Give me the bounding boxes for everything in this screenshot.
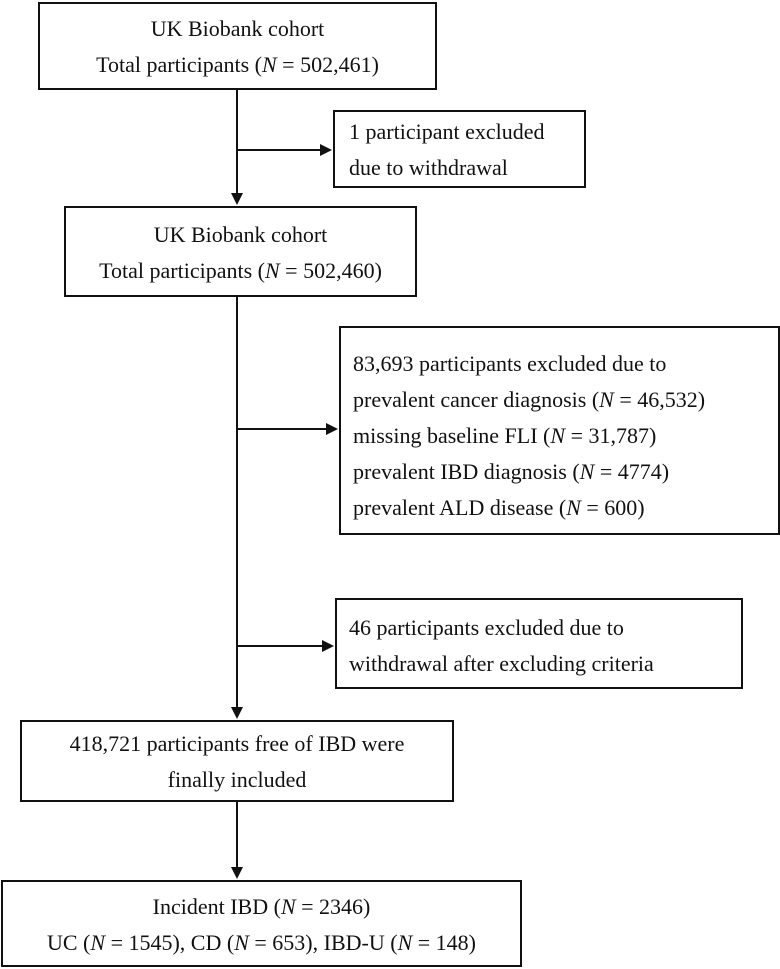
cohort-title: UK Biobank cohort [150,16,325,41]
exclusion-item: prevalent IBD diagnosis (N = 4774) [353,459,670,484]
exclusion-line: due to withdrawal [349,155,508,180]
exclusion-item: prevalent cancer diagnosis (N = 46,532) [353,387,706,412]
cohort-total: Total participants (N = 502,460) [99,258,382,283]
cohort-box-after-withdrawal: UK Biobank cohort Total participants (N … [64,206,417,297]
included-line: finally included [167,767,307,792]
included-line: 418,721 participants free of IBD were [69,731,405,756]
exclusion-line: 1 participant excluded [349,119,545,144]
exclusion-item: prevalent ALD disease (N = 600) [353,495,645,520]
cohort-total: Total participants (N = 502,461) [96,52,379,77]
exclusion-box-late-withdrawal: 46 participants excluded due to withdraw… [335,598,743,689]
incident-ibd-box: Incident IBD (N = 2346) UC (N = 1545), C… [1,880,522,967]
incident-subtypes: UC (N = 1545), CD (N = 653), IBD-U (N = … [47,930,476,955]
exclusion-header: 83,693 participants excluded due to [353,351,667,376]
exclusion-box-withdrawal: 1 participant excluded due to withdrawal [333,110,586,188]
exclusion-line: 46 participants excluded due to [349,615,624,640]
incident-total: Incident IBD (N = 2346) [152,894,371,919]
exclusion-box-criteria: 83,693 participants excluded due to prev… [339,326,780,535]
included-participants-box: 418,721 participants free of IBD were fi… [20,720,454,802]
cohort-title: UK Biobank cohort [153,222,328,247]
exclusion-item: missing baseline FLI (N = 31,787) [353,423,657,448]
cohort-box-initial: UK Biobank cohort Total participants (N … [38,2,437,90]
exclusion-line: withdrawal after excluding criteria [349,651,654,676]
